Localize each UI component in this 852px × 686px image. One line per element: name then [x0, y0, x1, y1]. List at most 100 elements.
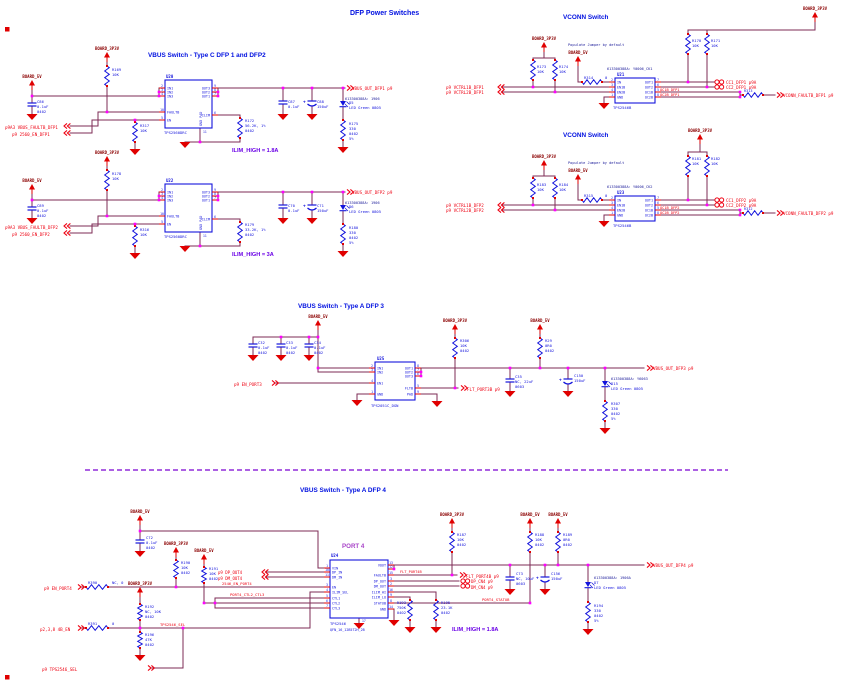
component-value-label: 0402	[181, 570, 190, 575]
resistor-terminal	[554, 79, 556, 81]
ic-pin-name: CTL2	[332, 601, 340, 605]
capacitor-plus-mark: +	[559, 378, 562, 383]
resistor-terminal	[706, 155, 708, 157]
ground-icon	[599, 428, 611, 434]
resistor	[339, 119, 347, 141]
ic-pin-number: 6	[657, 201, 659, 205]
component-value-label: C70	[288, 203, 296, 208]
resistor-terminal	[342, 243, 344, 245]
component-value-label: 330	[349, 126, 357, 131]
note-annotation: 613300388A: Y0006_CK1	[607, 67, 652, 71]
resistor-terminal	[134, 121, 136, 123]
junction-dot	[603, 366, 607, 370]
junction-dot	[586, 563, 590, 567]
note-annotation: Populate Jumper by default	[568, 161, 624, 165]
component-value-label: 0.1uF	[288, 104, 300, 109]
ic-pin-name: OUT2	[645, 203, 653, 207]
component-value-label: 0402	[245, 128, 254, 133]
junction-dot	[202, 601, 206, 605]
power-rail-label: BOARD_3P3V	[128, 581, 153, 586]
led-diode-icon	[340, 205, 346, 210]
resistor	[136, 603, 144, 621]
resistor-terminal	[134, 141, 136, 143]
component-value-label: R313	[744, 89, 752, 93]
resistor	[136, 631, 144, 649]
led-emission-arrow	[589, 584, 594, 589]
resistor	[684, 155, 692, 177]
net-connector-icon	[465, 578, 471, 584]
component-value-label: NC, 22uF	[515, 379, 534, 384]
resistor-terminal	[139, 631, 141, 633]
ic-pin-name: ILIM	[202, 217, 210, 221]
net-label: p9A3 VBUS_FAULTB_DFP1	[5, 125, 58, 130]
resistor	[551, 59, 559, 81]
resistor	[554, 531, 562, 553]
power-flag-icon	[812, 12, 818, 18]
power-rail-label: BOARD_3P3V	[95, 46, 120, 51]
led-diode-icon	[340, 101, 346, 106]
component-value-label: R195	[441, 600, 450, 605]
net-label: VCONN_FAULTB_DFP2 p9	[783, 211, 834, 216]
component-value-label: 0R0	[545, 343, 553, 348]
ic-pin-name: FLTB	[405, 386, 413, 390]
ic-pin-name: OUT2	[645, 85, 653, 89]
ic-pin-name: ILIM_HI	[372, 590, 386, 594]
resistor-terminal	[687, 53, 689, 55]
power-rail-label: BOARD_3P3V	[443, 318, 468, 323]
ic-pad-label: GND PAD	[199, 216, 203, 230]
resistor-terminal	[554, 59, 556, 61]
component-value-label: R190	[181, 560, 191, 565]
ic-pin-number: 9	[214, 188, 216, 192]
ic-refdes: U25	[377, 356, 385, 361]
ic-pin-number: 1	[611, 211, 613, 215]
component-value-label: 0402	[37, 213, 46, 218]
capacitor-polarized	[307, 103, 317, 107]
resistor-terminal	[134, 245, 136, 247]
component-value-label: 0402	[545, 348, 554, 353]
junction-dot	[392, 567, 396, 571]
net-label: CC1_DFP1 p9A	[726, 80, 757, 85]
ic-part-number: TPS2546B	[613, 105, 632, 110]
power-rail-label: BOARD_3P3V	[95, 150, 120, 155]
net-label: p9 VCTRL2B_DFP2	[446, 208, 484, 213]
resistor	[581, 78, 603, 86]
offpage-arrow-right-icon	[77, 583, 86, 591]
component-value-label: 0402	[397, 610, 406, 615]
resistor-terminal	[742, 212, 744, 214]
ic-pin-number: 1	[611, 93, 613, 97]
ic-pin-number: 12	[389, 565, 393, 569]
resistor-terminal	[106, 65, 108, 67]
net-label: p9 TPS2546_SEL	[42, 667, 78, 672]
offpage-arrow-right-icon	[346, 84, 355, 92]
component-value-label: 150uF	[317, 104, 329, 109]
ic-pin-name: OUT1	[202, 198, 210, 202]
component-value-label: R180	[349, 225, 359, 230]
component-value-label: 10K	[140, 232, 148, 237]
offpage-arrow-left-icon	[497, 88, 505, 96]
ic-pin-number: 4	[161, 196, 163, 200]
resistor-terminal	[557, 551, 559, 553]
ic-refdes: U23	[617, 190, 625, 195]
component-value-label: C89	[37, 203, 45, 208]
junction-dot	[157, 94, 161, 98]
ic-pin-name: ILIM_SEL	[332, 590, 348, 594]
component-value-label: R181	[692, 156, 702, 161]
component-value-label: 0.1uF	[37, 104, 49, 109]
component-value-label: 0402	[258, 350, 267, 355]
net-connector-icon	[719, 197, 725, 203]
resistor-terminal	[139, 647, 141, 649]
ic-pin-name: IN	[617, 80, 621, 84]
component-value-label: 150uF	[317, 208, 329, 213]
component-value-label: 0402	[314, 350, 323, 355]
ic-pin-number: 7	[326, 604, 328, 608]
junction-dot	[316, 366, 320, 370]
resistor	[236, 221, 244, 243]
resistor-terminal	[85, 586, 87, 588]
wire	[217, 114, 241, 119]
ic-pin-name: OC1B	[645, 90, 653, 94]
net-label: p9 2560_EN_DFP1	[12, 132, 50, 137]
junction-dot	[138, 529, 142, 533]
ic-pin-number: 7	[214, 196, 216, 200]
net-label: CC2_DFP1 p9A	[726, 85, 757, 90]
